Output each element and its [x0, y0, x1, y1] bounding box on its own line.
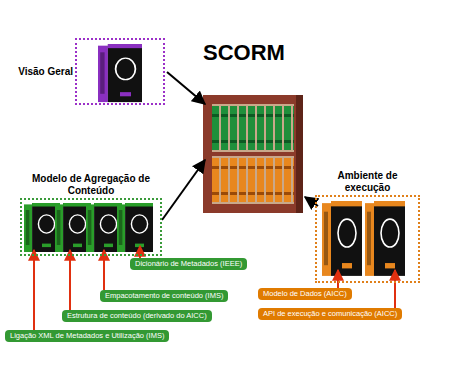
group-heading: Modelo de Agregação de Conteúdo — [24, 173, 159, 197]
label-text: API de execução e comunicação (AICC) — [263, 309, 397, 318]
leader-arrow — [394, 270, 396, 308]
label-text: Dicionário de Metadados (IEEE) — [135, 259, 242, 268]
leader-arrow — [337, 270, 339, 288]
label-text: Ligação XML de Metadados e Utilização (I… — [10, 331, 164, 340]
standard-label: Empacotamento de conteúdo (IMS) — [100, 290, 228, 302]
arrow — [167, 72, 205, 104]
standard-label: Dicionário de Metadados (IEEE) — [130, 258, 247, 270]
standard-label: Modelo de Dados (AICC) — [258, 288, 352, 300]
diagram-title: SCORM — [203, 40, 285, 66]
label-text: Empacotamento de conteúdo (IMS) — [105, 291, 223, 300]
book — [98, 44, 142, 102]
dotted-group-box: Ambiente de execução — [315, 195, 420, 283]
book — [55, 203, 91, 252]
label-text: Estrutura de conteúdo (derivado do AICC) — [67, 311, 207, 320]
leader-arrow — [69, 250, 71, 310]
leader-arrow — [139, 246, 141, 258]
book — [117, 203, 153, 252]
leader-arrow — [33, 250, 35, 330]
book — [322, 201, 362, 276]
group-heading: Ambiente de execução — [328, 170, 408, 194]
bookshelf — [203, 95, 303, 213]
book — [24, 203, 60, 252]
standard-label: API de execução e comunicação (AICC) — [258, 308, 402, 320]
label-text: Modelo de Dados (AICC) — [263, 289, 347, 298]
book — [86, 203, 122, 252]
leader-arrow — [103, 250, 105, 290]
dotted-group-box: Modelo de Agregação de Conteúdo — [20, 198, 162, 256]
arrow — [162, 160, 205, 220]
dotted-group-box: Visão Geral — [75, 38, 165, 105]
standard-label: Estrutura de conteúdo (derivado do AICC) — [62, 310, 212, 322]
standard-label: Ligação XML de Metadados e Utilização (I… — [5, 330, 169, 342]
group-heading: Visão Geral — [18, 66, 73, 78]
book — [365, 201, 405, 276]
